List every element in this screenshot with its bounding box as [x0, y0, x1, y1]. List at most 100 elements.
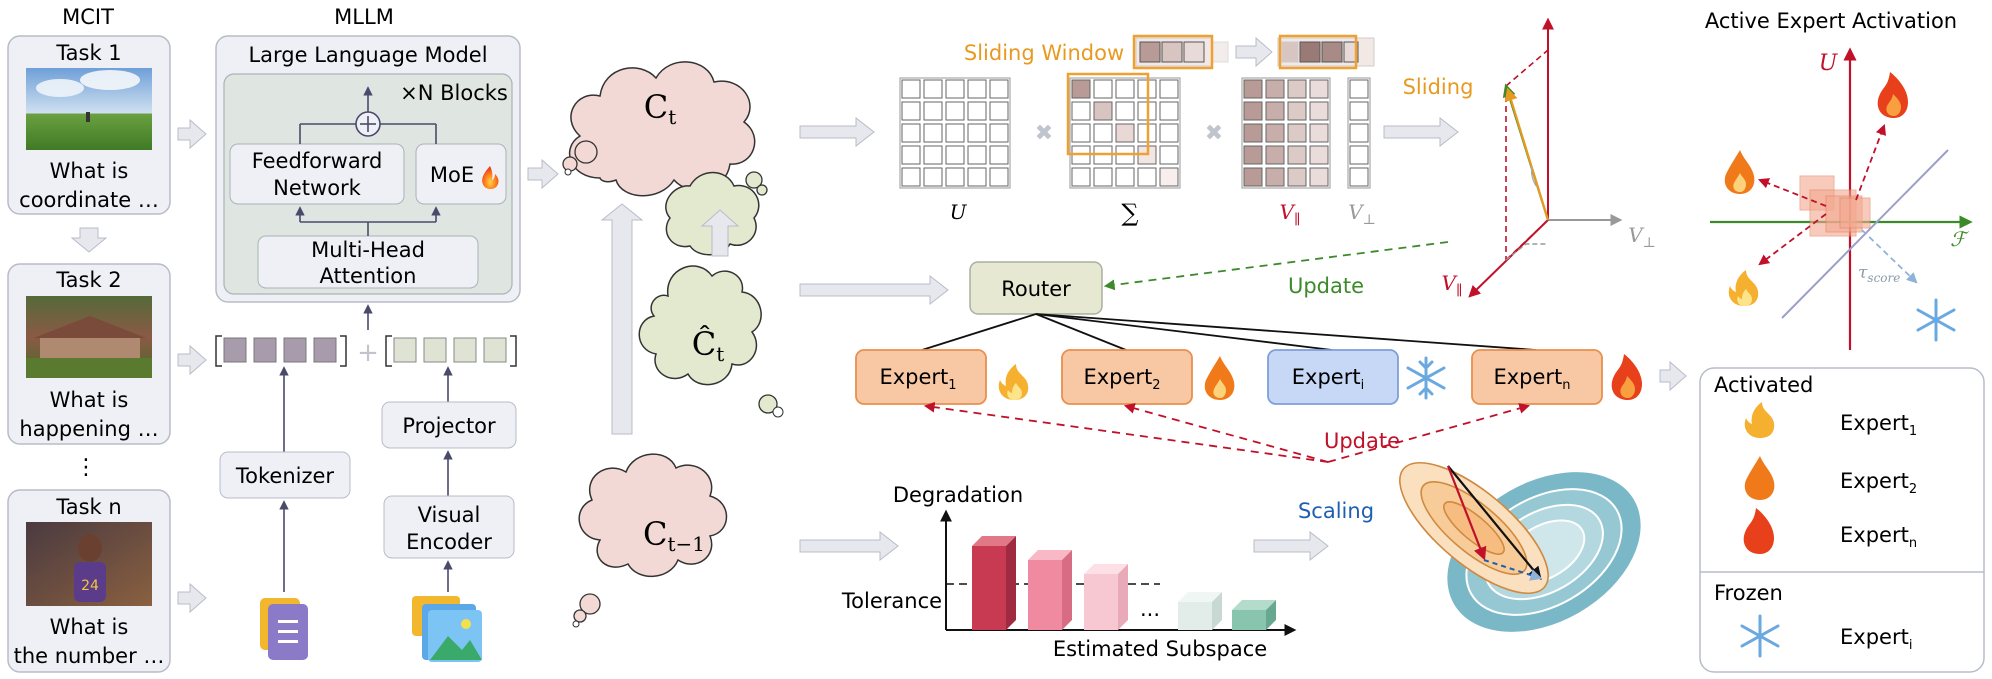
u-label: U: [950, 200, 968, 224]
matrix-cell: [1115, 101, 1135, 121]
matrix-cell: [1309, 123, 1329, 143]
expert-sub: i: [1361, 378, 1365, 393]
matrix-cell: [1093, 79, 1113, 99]
image-icon: [412, 596, 482, 662]
right-arrow-icon: [527, 158, 559, 190]
ct-sub: t: [668, 105, 676, 129]
axis-v-par-sub: ∥: [1456, 283, 1462, 299]
degradation-ellipsis: ...: [1140, 597, 1160, 621]
matrix-cell: [923, 123, 943, 143]
matrix-cell: [1159, 101, 1179, 121]
legend-frozen-label: Expert: [1840, 625, 1909, 649]
matrix-cell: [945, 101, 965, 121]
legend-activated-sub: 1: [1909, 424, 1917, 439]
expert-sub: n: [1562, 378, 1570, 393]
v-perp-label: V: [1348, 200, 1365, 224]
matrix-v-par: [1241, 77, 1331, 189]
projector-label: Projector: [402, 414, 496, 438]
text-tokens: [215, 335, 347, 367]
moe-label: MoE: [430, 163, 474, 187]
v-perp-sub: ⊥: [1363, 212, 1376, 228]
matrix-cell: [967, 79, 987, 99]
up-arrow-icon: [600, 203, 644, 435]
matrix-cell: [1349, 167, 1369, 187]
n-blocks-label: ×N Blocks: [400, 81, 508, 105]
matrix-cell: [967, 123, 987, 143]
matrix-cell: [1115, 123, 1135, 143]
svg-text:V⊥: V⊥: [1628, 223, 1656, 251]
svg-text:Experti: Experti: [1292, 365, 1364, 393]
sigma-window-highlight: [1066, 72, 1150, 156]
degradation-chart: [940, 509, 1297, 636]
expert-sub: 1: [948, 378, 956, 393]
snowflake-icon: [1916, 298, 1956, 342]
f-axis-label: ℱ: [1950, 227, 1969, 251]
degradation-bar-5: [1232, 600, 1276, 630]
expert-label: Expert: [1083, 365, 1152, 389]
svg-text:Ĉt: Ĉt: [692, 325, 725, 366]
down-arrow-icon: [70, 227, 108, 253]
matrix-cell: [1309, 79, 1329, 99]
ctm1-sub: t−1: [667, 532, 705, 556]
legend-activated-sub: n: [1909, 536, 1917, 551]
task-question-line1: What is: [50, 388, 129, 412]
fire-icon: [1743, 508, 1774, 554]
llm-block: Large Language Model ×N Blocks Feedforwa…: [215, 35, 521, 303]
v-par-label: V: [1280, 200, 1297, 224]
legend-activated-sub: 2: [1909, 482, 1917, 497]
matrix-cell: [1265, 167, 1285, 187]
matrix-cell: [1243, 79, 1263, 99]
fire-icon: [1611, 354, 1642, 400]
svg-text:Expert2: Expert2: [1840, 469, 1917, 497]
matrix-cell: [989, 145, 1009, 165]
svg-text:V∥: V∥: [1280, 200, 1301, 228]
times-sign: ✖: [1205, 121, 1223, 146]
matrix-cell: [945, 167, 965, 187]
sigma-label: ∑: [1121, 199, 1138, 227]
svg-text:V∥: V∥: [1442, 271, 1463, 299]
matrix-cell: [1071, 123, 1091, 143]
fire-icon: [1724, 150, 1755, 194]
matrix-cell: [1265, 145, 1285, 165]
matrix-cell: [945, 79, 965, 99]
matrix-cell: [989, 123, 1009, 143]
matrix-cell: [1093, 101, 1113, 121]
up-arrow-icon: [700, 209, 740, 257]
fire-icon: [482, 166, 499, 189]
token-plus: +: [357, 338, 379, 368]
matrix-cell: [901, 145, 921, 165]
svg-text:Expert2: Expert2: [1083, 365, 1160, 393]
expert-1: Expert1: [855, 349, 987, 405]
sliding-label: Sliding: [1403, 75, 1474, 99]
matrix-cell: [989, 79, 1009, 99]
task-question-line2: coordinate …: [19, 188, 159, 212]
tokenizer-label: Tokenizer: [235, 464, 335, 488]
activated-title: Activated: [1714, 373, 1813, 397]
degradation-bar-3: [1084, 564, 1128, 630]
legend-activated-label: Expert: [1840, 523, 1909, 547]
matrix-cell: [1349, 79, 1369, 99]
task-question-line1: What is: [50, 159, 129, 183]
expert-i: Experti: [1267, 349, 1399, 405]
matrix-cell: [1309, 101, 1329, 121]
matrix-cell: [1115, 79, 1135, 99]
matrix-frame: [899, 77, 1011, 189]
tau-label: τ: [1858, 263, 1868, 283]
expert-2: Expert2: [1061, 349, 1193, 405]
matrix-cell: [1243, 145, 1263, 165]
mcit-title: MCIT: [62, 5, 114, 29]
degradation-bar-4: [1178, 592, 1222, 630]
update-red-arrows: [923, 401, 1531, 463]
matrix-cell: [945, 123, 965, 143]
fire-icon: [1744, 402, 1775, 438]
task-to-mllm-arrows: [177, 118, 207, 614]
task-question-line2: the number …: [14, 644, 165, 668]
sliding-window-strip-2: [1277, 34, 1375, 70]
expert-label: Expert: [1493, 365, 1562, 389]
matrix-sigma: [1066, 72, 1181, 189]
matrix-cell: [1137, 167, 1157, 187]
matrix-cell: [1093, 167, 1113, 187]
svg-text:τscore: τscore: [1858, 263, 1900, 285]
matrix-cell: [1349, 123, 1369, 143]
right-arrow-icon: [799, 274, 949, 306]
